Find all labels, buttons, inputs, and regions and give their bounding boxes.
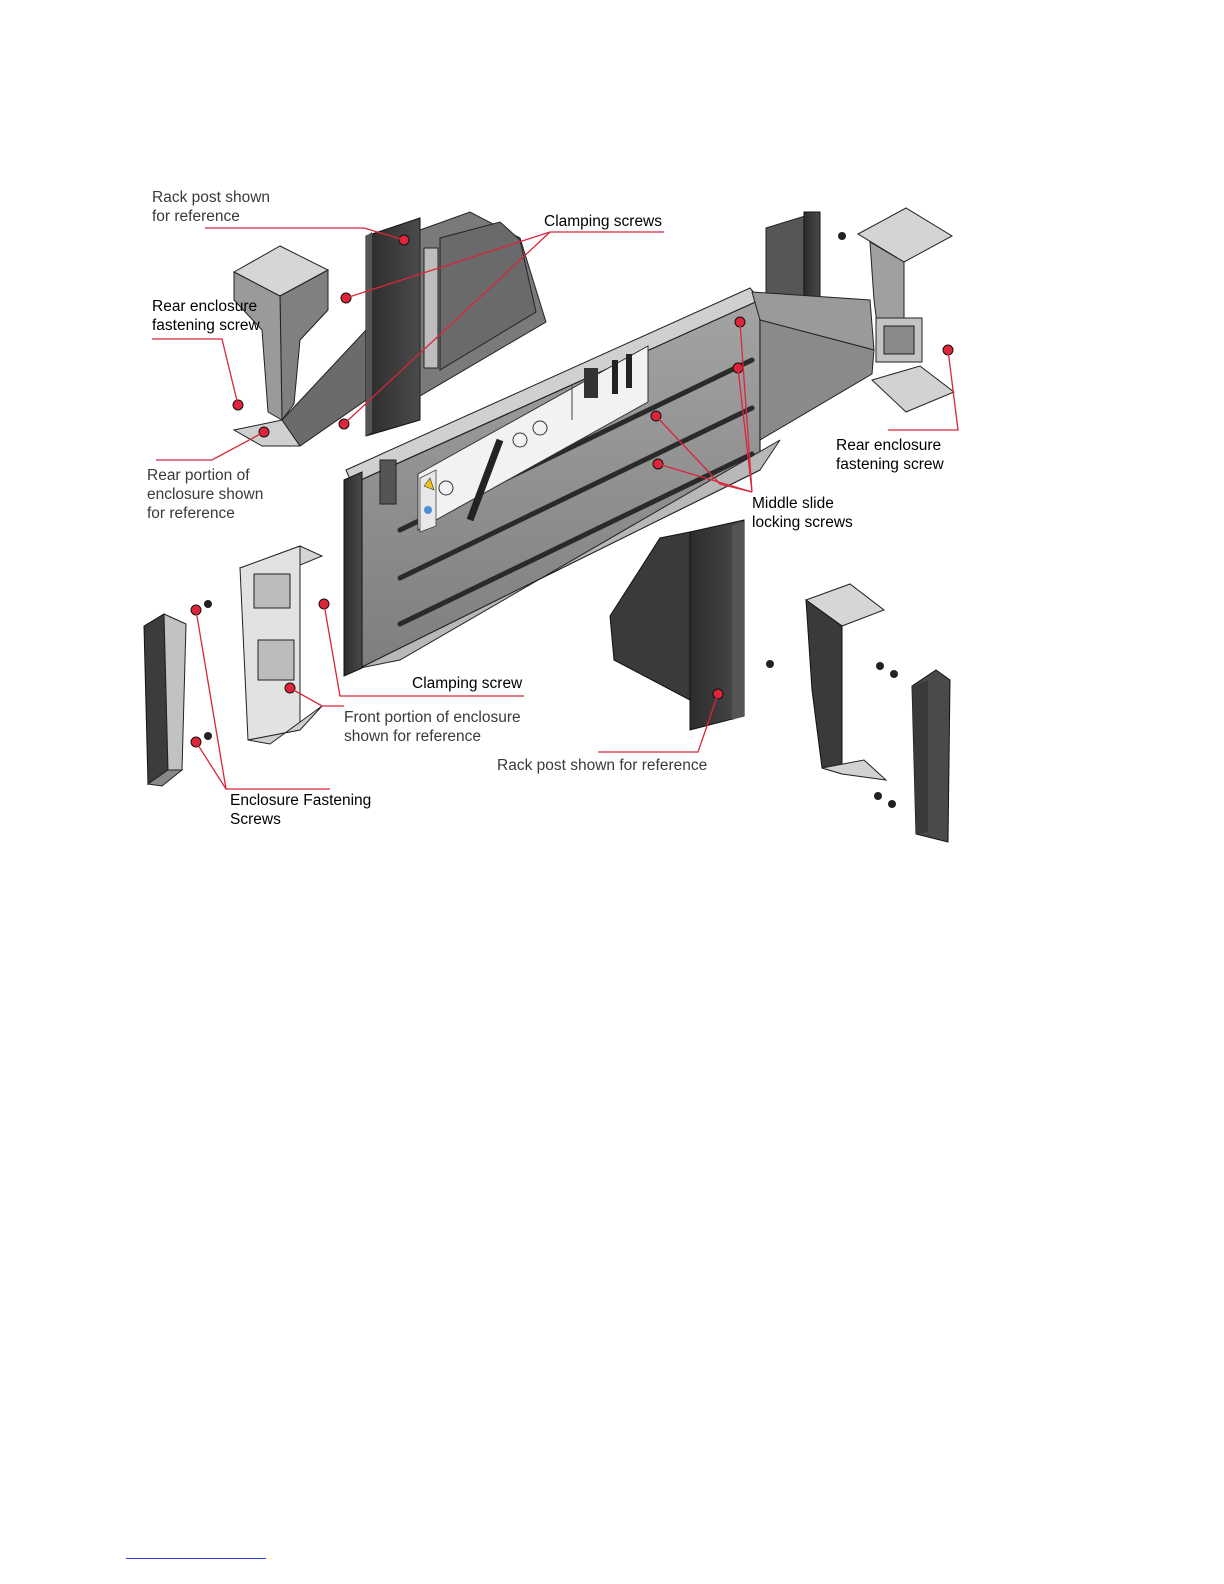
label-rear-portion: Rear portion of enclosure shown for refe… xyxy=(147,467,264,522)
label-front-portion: Front portion of enclosure shown for ref… xyxy=(344,709,521,745)
label-clamping-screws: Clamping screws xyxy=(544,213,663,230)
leader-bezel-bottom xyxy=(195,741,227,790)
label-enclosure-fastening: Enclosure Fastening Screws xyxy=(230,792,372,828)
leader-rack-post-top xyxy=(205,227,405,241)
label-rack-post-top: Rack post shown for reference xyxy=(152,189,271,225)
main-slide-rail xyxy=(343,211,875,677)
leader-clamp-front xyxy=(323,603,524,697)
leader-rear-left xyxy=(152,338,239,406)
screws xyxy=(190,232,954,808)
footer-rule xyxy=(126,1558,266,1559)
leader-rack-post-bottom xyxy=(598,693,719,753)
label-rear-fastening-left: Rear enclosure fastening screw xyxy=(152,298,260,334)
leader-mid-4 xyxy=(657,463,753,493)
label-middle-slide: Middle slide locking screws xyxy=(752,495,853,531)
leader-rear-right xyxy=(888,349,959,431)
leader-clamping-low xyxy=(343,231,551,425)
front-right-parts xyxy=(609,519,951,843)
leader-rear-portion xyxy=(156,431,265,461)
rear-right-bracket xyxy=(856,207,955,413)
label-clamping-screw: Clamping screw xyxy=(412,675,523,692)
leader-mid-2 xyxy=(737,367,753,493)
label-rack-post-bottom: Rack post shown for reference xyxy=(497,757,708,774)
leader-mid-1 xyxy=(739,321,753,493)
label-rear-fastening-right: Rear enclosure fastening screw xyxy=(836,437,944,473)
leader-front-portion xyxy=(289,687,344,707)
leader-lines xyxy=(152,227,959,790)
front-left-parts xyxy=(143,545,324,787)
rear-left-bracket xyxy=(232,211,547,447)
